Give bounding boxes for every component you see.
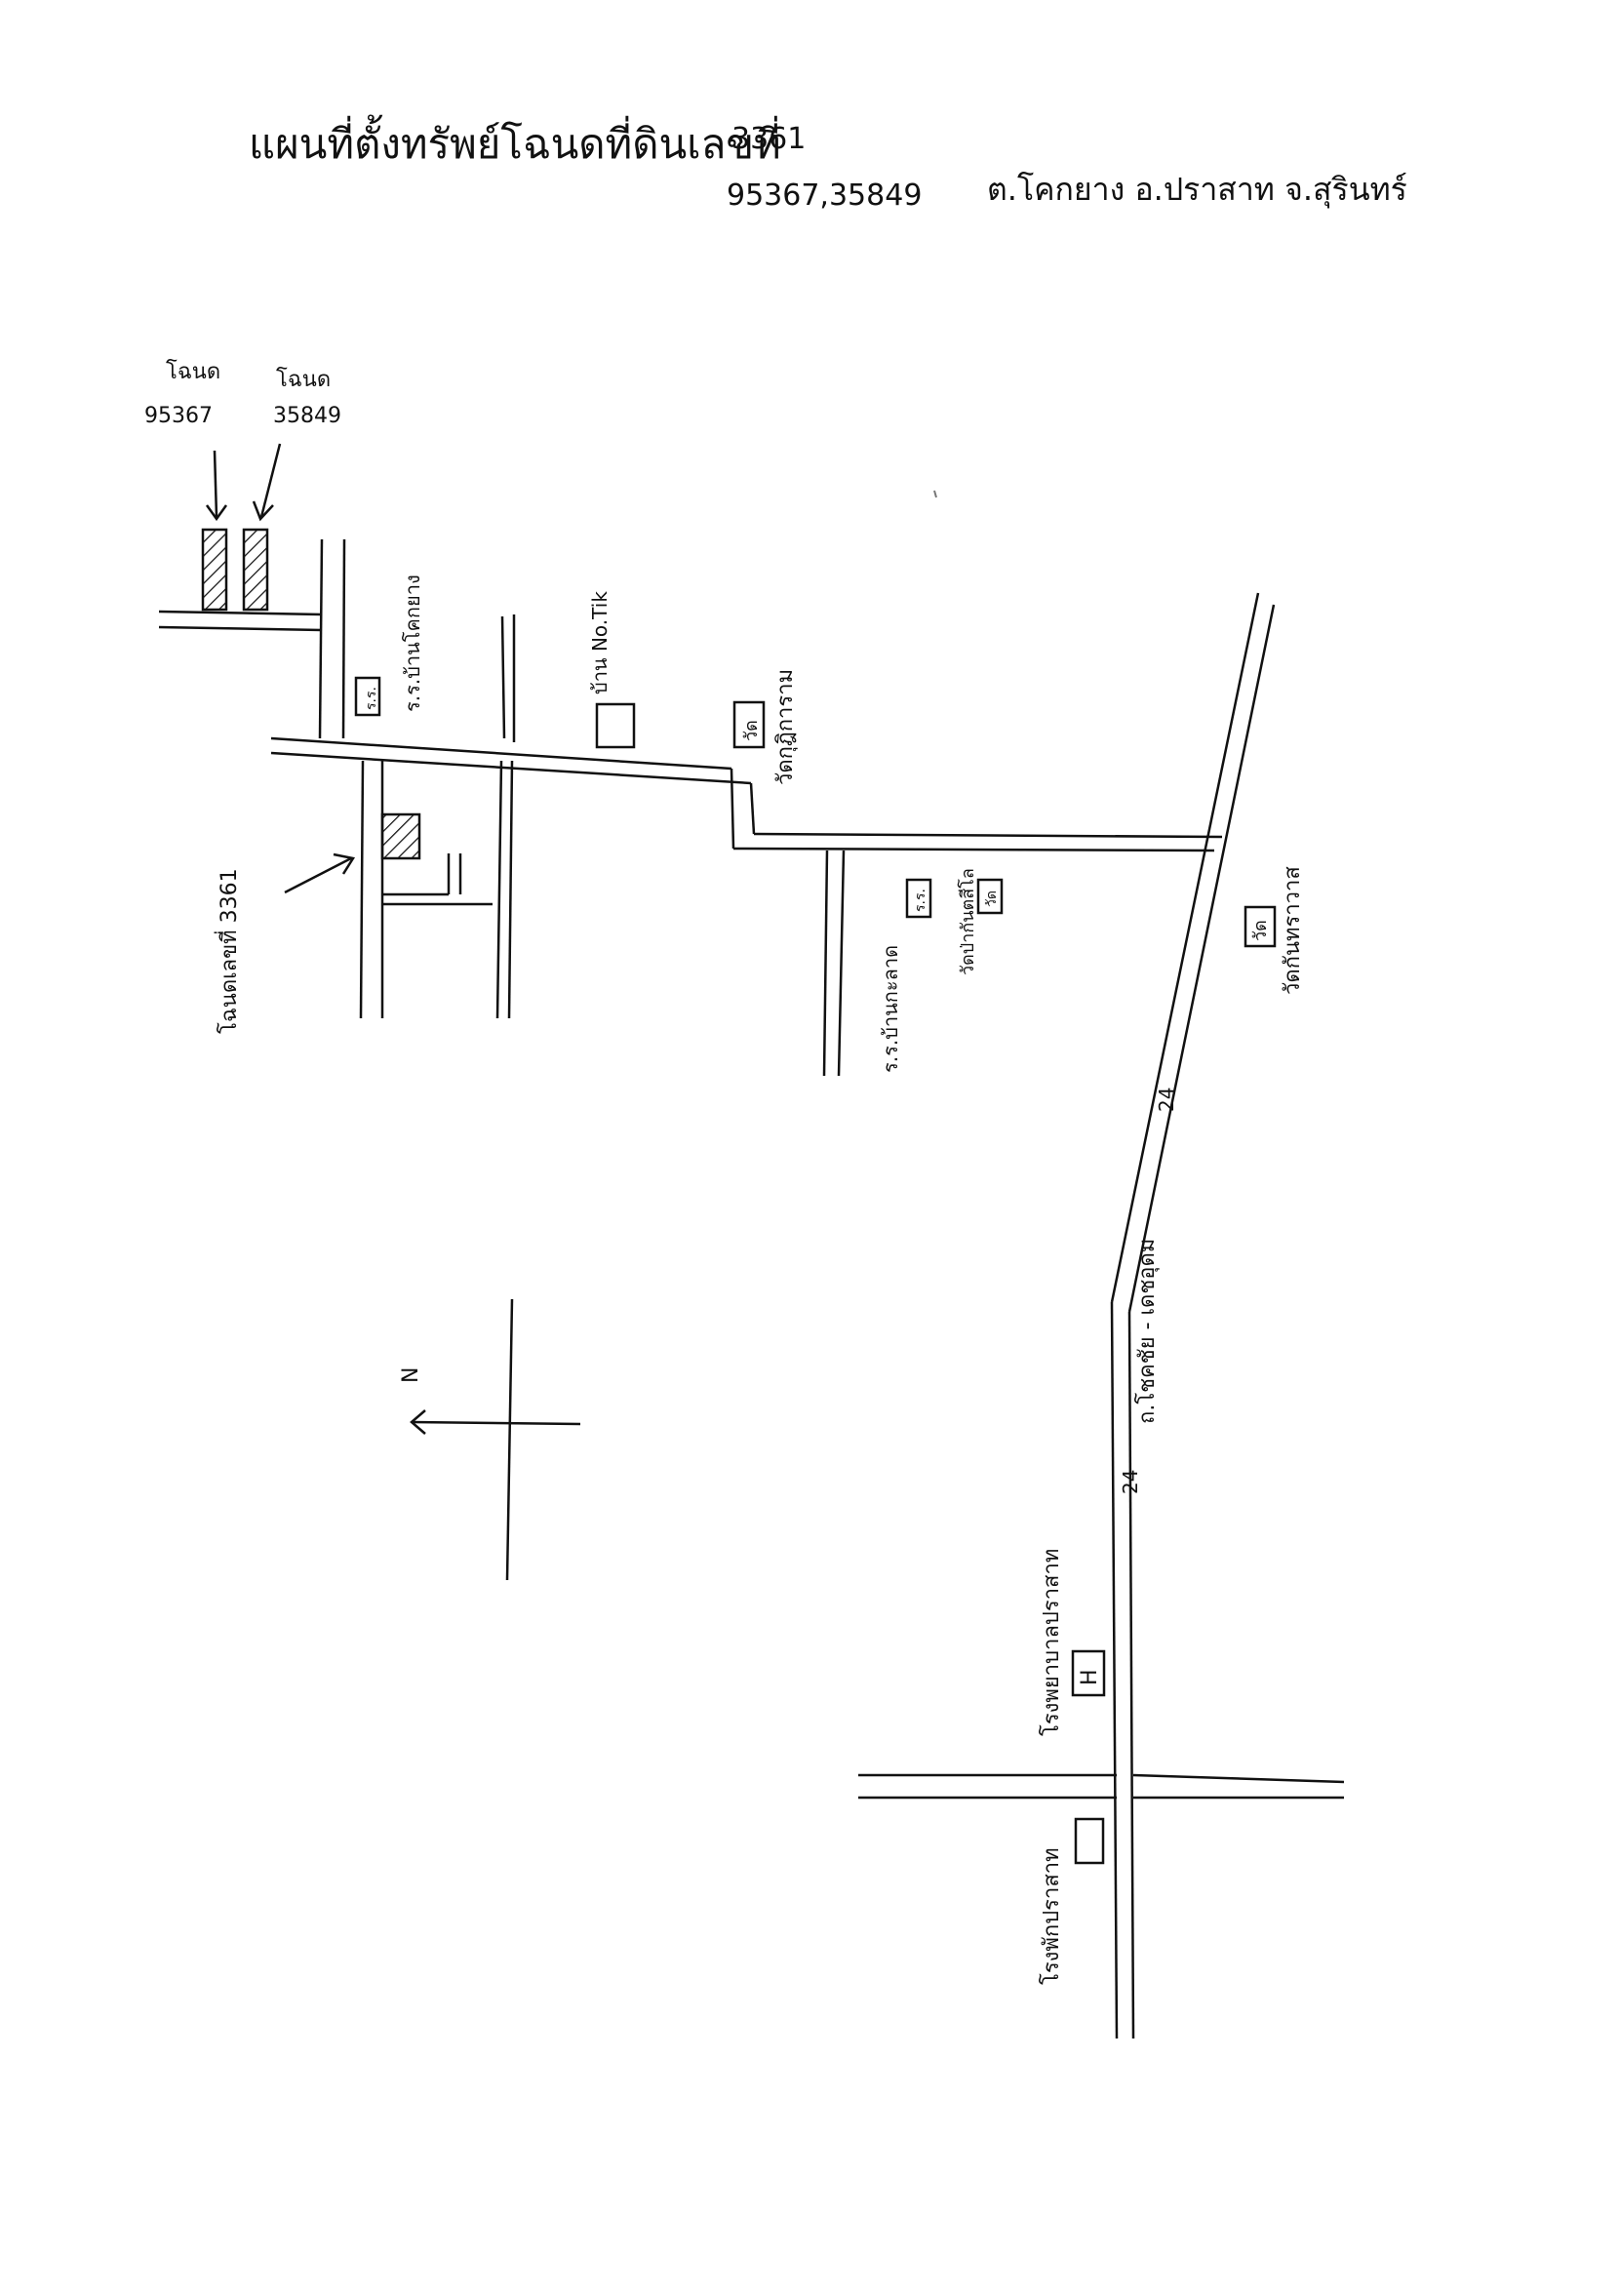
house-box [595, 702, 636, 749]
deed-a-number: 95367 [144, 404, 213, 428]
highway-24 [858, 592, 1345, 2039]
deed-b-number: 35849 [273, 404, 341, 428]
compass-north-label: N [399, 1367, 423, 1383]
road-mid-lower-a [495, 760, 503, 1019]
highway-number-1: 24 [1155, 1088, 1178, 1112]
deed-arrows [205, 443, 282, 522]
east-road-south-edge [732, 847, 1215, 852]
temple-2-box [976, 878, 1004, 915]
district-office-box [1074, 1817, 1105, 1865]
road-school2-b [837, 850, 846, 1077]
highway-west-edge [1110, 592, 1260, 1303]
local-roads [158, 538, 1223, 1077]
school-2-name: ร.ร.บ้านกะลาด [879, 945, 902, 1073]
highway-lower-east-edge [1127, 1311, 1135, 2039]
compass-vertical [505, 1298, 514, 1581]
cross-road-east-north [1132, 1773, 1345, 1784]
hospital-name: โรงพยาบาลปราสาท [1039, 1549, 1064, 1736]
parcel-a [201, 528, 228, 612]
school-1-name: ร.ร.บ้านโคกยาง [401, 574, 424, 712]
location-text: ต.โคกยาง อ.ปราสาท จ.สุรินทร์ [987, 171, 1407, 209]
arrowhead-b [252, 500, 274, 522]
east-road-north-edge [753, 832, 1223, 839]
temple-2-name: วัดป่ากันตสีโล [957, 868, 978, 975]
deed-a-label: โฉนด [166, 359, 220, 384]
deed-b-label: โฉนด [276, 367, 331, 392]
road-lane-top-north [158, 610, 323, 616]
temple-1-name: วัดกุฎิการาม [773, 669, 798, 785]
stray-mark [933, 490, 937, 498]
map-title: แผนที่ตั้งทรัพย์โฉนดที่ดินเลขที่ [249, 114, 781, 168]
road-left-vertical-a [318, 538, 324, 739]
arrow-to-parcel-a [213, 450, 218, 518]
temple-1-symbol: วัด [741, 720, 762, 741]
road-left-vertical-b [341, 538, 346, 739]
temple-3-name: วัดกันทราวาส [1281, 866, 1305, 995]
deed-number-top: 3361 [731, 122, 806, 156]
compass-rose [410, 1298, 581, 1581]
road-school2-a [822, 850, 829, 1077]
school-2-box [905, 878, 932, 919]
highway-lower-west-edge [1110, 1301, 1119, 2039]
hospital-box [1071, 1649, 1106, 1697]
road-mid-lower-b [507, 760, 514, 1019]
parcel-3361 [380, 812, 421, 860]
highway-number-2: 24 [1119, 1470, 1142, 1494]
school-1-symbol: ร.ร. [364, 687, 379, 710]
arrow-to-parcel-b [259, 443, 282, 518]
district-office-name: โรงพักปราสาท [1039, 1847, 1064, 1985]
deed-numbers: 95367,35849 [727, 178, 922, 213]
compass-north-arrow [410, 1409, 426, 1435]
arrow-to-parcel-3361 [284, 852, 356, 894]
temple-3-box [1244, 905, 1277, 948]
highway-east-edge [1127, 604, 1276, 1313]
school-2-symbol: ร.ร. [913, 889, 928, 912]
road-lane-top-south [158, 625, 323, 632]
school-1-box [354, 676, 381, 717]
compass-horizontal [411, 1420, 581, 1426]
deed-3361-label: โฉนดเลขที่ 3361 [214, 868, 242, 1034]
temple-2-symbol: วัด [984, 891, 1000, 907]
parcel-b [242, 528, 269, 612]
house-name: บ้าน No.Tik [588, 591, 612, 694]
main-road-north-edge [270, 736, 732, 771]
highway-name: ถ.โชคชัย - เดชอุดม [1134, 1239, 1160, 1424]
main-road-jog-b [749, 782, 756, 835]
main-road-jog-a [730, 768, 735, 850]
temple-3-symbol: วัด [1250, 920, 1271, 941]
arrowhead-a [205, 504, 228, 522]
temple-1-box [732, 700, 766, 749]
road-mid-upper-a [500, 615, 506, 739]
road-left-lower-a [359, 760, 365, 1019]
hospital-symbol: H [1078, 1669, 1102, 1685]
